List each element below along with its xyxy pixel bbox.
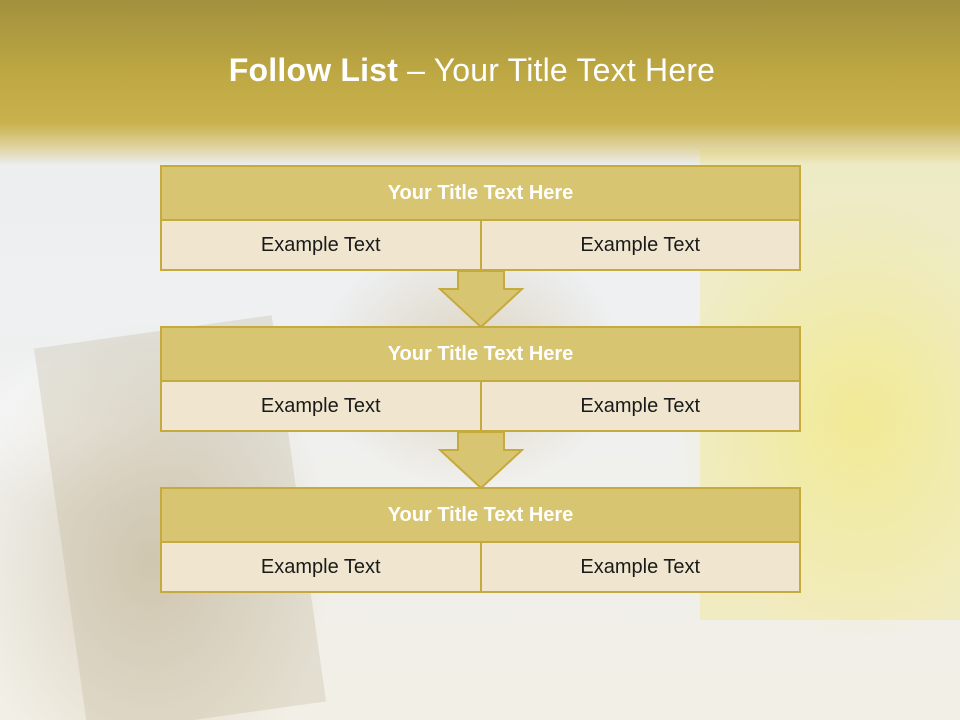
block-title: Your Title Text Here <box>160 487 801 543</box>
block-row: Example Text Example Text <box>160 382 801 432</box>
block-cell-right: Example Text <box>479 221 800 269</box>
block-title: Your Title Text Here <box>160 165 801 221</box>
list-block: Your Title Text Here Example Text Exampl… <box>160 487 801 593</box>
list-block: Your Title Text Here Example Text Exampl… <box>160 326 801 432</box>
block-row: Example Text Example Text <box>160 543 801 593</box>
block-cell-left: Example Text <box>260 233 381 256</box>
block-row: Example Text Example Text <box>160 221 801 271</box>
slide-title: Follow List – Your Title Text Here <box>0 52 944 89</box>
slide-title-bold: Follow List <box>228 52 399 88</box>
slide-title-rest: – Your Title Text Here <box>398 52 716 88</box>
block-cell-right: Example Text <box>479 543 800 591</box>
title-band: Follow List – Your Title Text Here <box>0 0 960 165</box>
down-arrow-icon <box>438 432 524 490</box>
block-cell-left: Example Text <box>260 394 381 417</box>
down-arrow-icon <box>438 271 524 329</box>
block-title: Your Title Text Here <box>160 326 801 382</box>
list-block: Your Title Text Here Example Text Exampl… <box>160 165 801 271</box>
block-cell-right: Example Text <box>479 382 800 430</box>
block-cell-left: Example Text <box>260 555 381 578</box>
